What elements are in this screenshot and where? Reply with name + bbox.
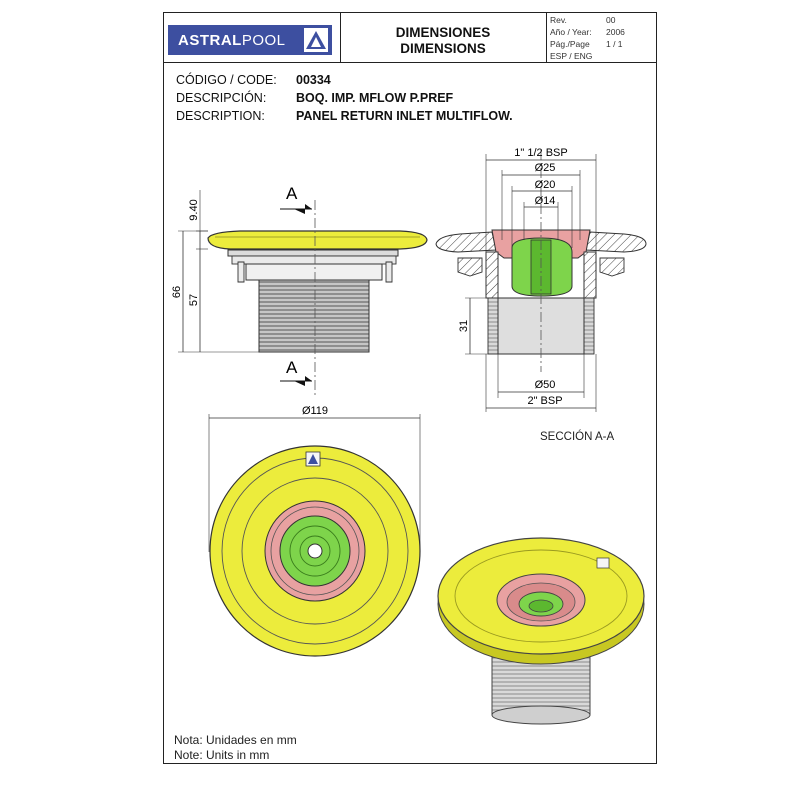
side-view: A A 9.40 66 57 — [171, 184, 428, 395]
dim-57: 57 — [188, 294, 200, 306]
dim-d25: Ø25 — [535, 162, 556, 174]
logo-triangle-icon — [304, 28, 328, 52]
section-mark-bottom: A — [286, 358, 298, 377]
drawing-title: DIMENSIONES DIMENSIONS — [340, 25, 546, 57]
side-thread — [258, 279, 370, 353]
language-row: ESP / ENG — [550, 51, 593, 61]
dim-d50: Ø50 — [535, 379, 556, 391]
title-en: DIMENSIONS — [400, 41, 486, 56]
dim-d20: Ø20 — [535, 179, 556, 191]
title-es: DIMENSIONES — [395, 25, 491, 40]
section-view: 1" 1/2 BSP Ø25 Ø20 Ø14 31 Ø50 2" BSP — [435, 147, 647, 412]
header-divider — [340, 13, 341, 63]
dim-thread-top: 1" 1/2 BSP — [514, 147, 567, 159]
desc-en-label: DESCRIPTION: — [176, 109, 265, 123]
dim-d119: Ø119 — [302, 405, 328, 417]
side-flange — [207, 230, 428, 250]
section-mark-top: A — [286, 184, 298, 203]
perspective-view — [437, 537, 645, 725]
rev-row: Rev.00 — [550, 15, 616, 25]
code-value: 00334 — [296, 73, 331, 87]
year-row: Año / Year:2006 — [550, 27, 625, 37]
brand-part1: ASTRAL — [178, 31, 242, 49]
section-label: SECCIÓN A-A — [540, 431, 615, 443]
dim-d14: Ø14 — [535, 195, 556, 207]
side-ring — [227, 249, 399, 257]
desc-en-value: PANEL RETURN INLET MULTIFLOW. — [296, 109, 513, 123]
note-en: Note: Units in mm — [174, 748, 270, 762]
desc-es-value: BOQ. IMP. MFLOW P.PREF — [296, 91, 454, 105]
dim-31: 31 — [458, 320, 470, 332]
code-label: CÓDIGO / CODE: — [176, 73, 277, 87]
brand-part2: POOL — [241, 31, 286, 49]
front-view: Ø119 — [208, 405, 421, 657]
dim-9-40: 9.40 — [188, 199, 200, 220]
dim-thread-bottom: 2" BSP — [527, 395, 562, 407]
desc-es-label: DESCRIPCIÓN: — [176, 91, 267, 105]
header-divider — [546, 13, 547, 63]
dim-66: 66 — [171, 286, 183, 298]
note-es: Nota: Unidades en mm — [174, 733, 297, 747]
